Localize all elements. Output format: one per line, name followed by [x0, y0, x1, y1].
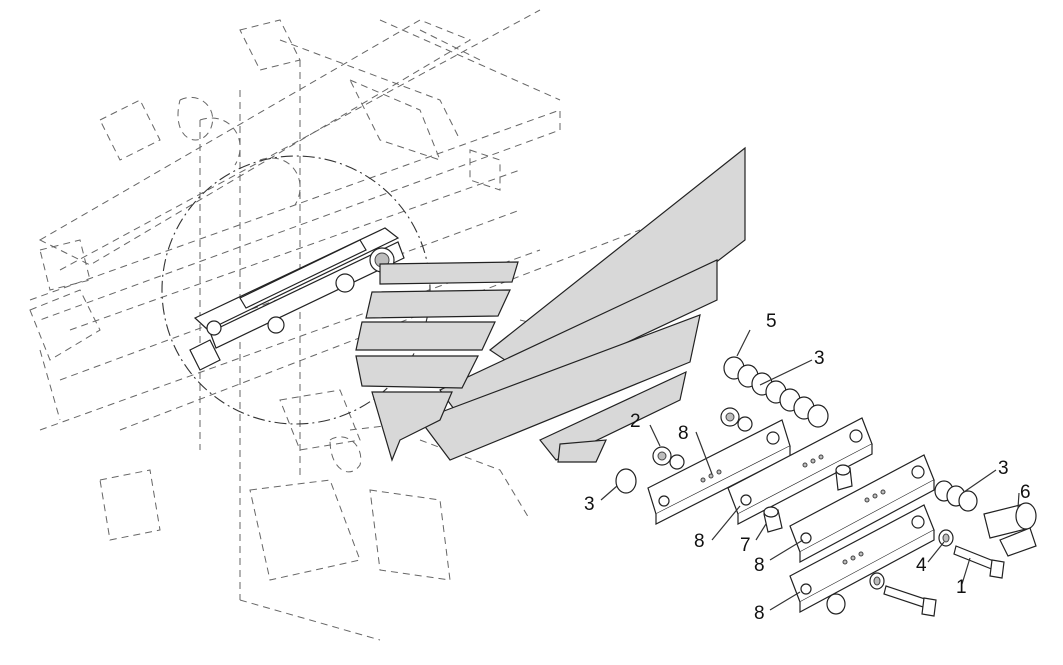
part-2-nut: [652, 407, 753, 470]
callout-4: 4: [916, 555, 927, 576]
part-3-rings-right: [934, 480, 978, 512]
callout-8-b: 8: [694, 531, 705, 552]
callout-8-a: 8: [678, 423, 689, 444]
installed-link-assembly: [189, 227, 405, 371]
detail-circle: [161, 155, 431, 425]
leader-lines: [600, 329, 1020, 611]
part-8-link-plate-b: [727, 417, 873, 525]
callout-7: 7: [740, 535, 751, 556]
part-1-bolt-upper: [953, 545, 1005, 579]
callout-8-d: 8: [754, 603, 765, 624]
callout-3-left: 3: [584, 494, 595, 515]
part-5-3-spacer-rings: [723, 356, 829, 428]
part-4-washers: [826, 529, 954, 615]
callout-5: 5: [766, 311, 777, 332]
part-3-washer-left: [615, 468, 637, 494]
callout-labels: 5 3 2 8 3 8 7 8 3 6 4 1 8: [584, 311, 1031, 624]
part-7-bushing: [763, 464, 853, 533]
callout-2: 2: [630, 411, 641, 432]
part-1-bolt-lower: [883, 585, 937, 617]
callout-3-top: 3: [814, 348, 825, 369]
callout-6: 6: [1020, 482, 1031, 503]
part-6-pin: [983, 502, 1037, 557]
callout-8-c: 8: [754, 555, 765, 576]
brand-logo-watermark: [355, 146, 746, 463]
part-8-link-plate-a: [647, 419, 791, 525]
callout-3-right: 3: [998, 458, 1009, 479]
callout-1: 1: [956, 577, 967, 598]
